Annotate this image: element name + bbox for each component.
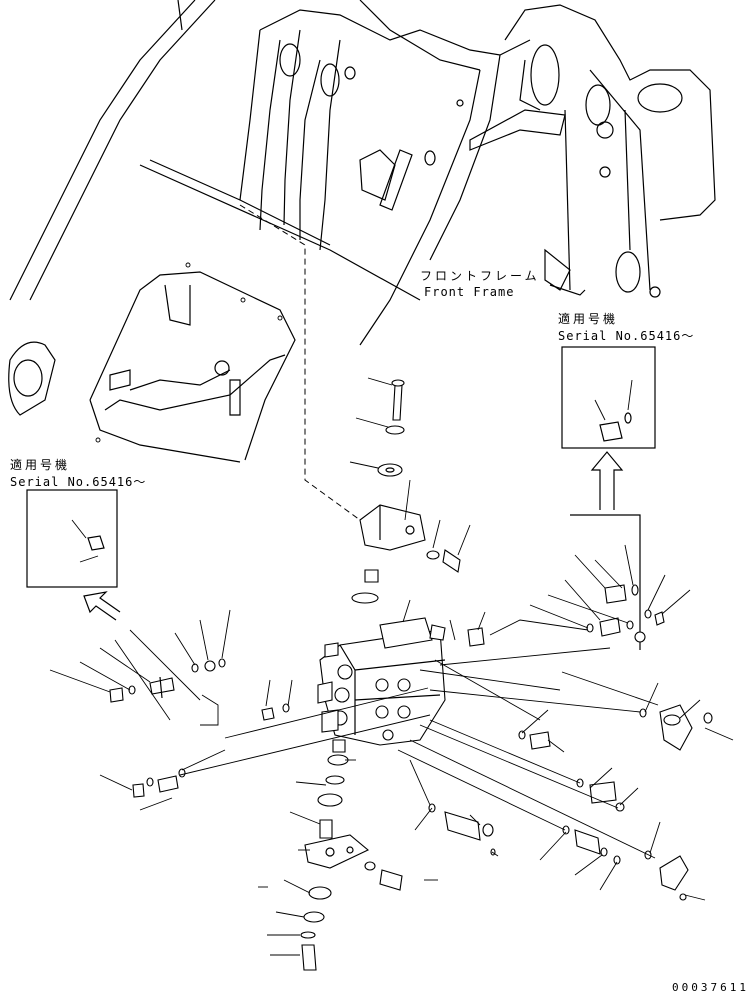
front-frame-drawing [9,0,716,346]
dashed-leader-line [239,204,361,521]
bracket-assembly-upper [349,377,471,573]
right-fittings [179,544,734,901]
arrow-up-icon [570,451,641,650]
serial-number-label-left: Serial No.65416～ [10,475,147,489]
front-frame-label-jp: フロントフレーム [420,269,540,283]
applicability-label-jp-left: 適用号機 [10,458,71,472]
frame-detail-inset [8,262,296,463]
inset-box-right [561,346,656,449]
serial-number-label-right: Serial No.65416～ [558,329,695,343]
arrow-up-left-icon [83,591,121,621]
document-id: 00037611 [672,981,749,994]
applicability-label-jp-right: 適用号機 [558,312,619,326]
front-frame-label-en: Front Frame [424,285,515,299]
control-valve [317,569,486,746]
bracket-assembly-lower [258,739,438,971]
inset-box-left [26,489,118,588]
left-fittings [49,609,293,811]
